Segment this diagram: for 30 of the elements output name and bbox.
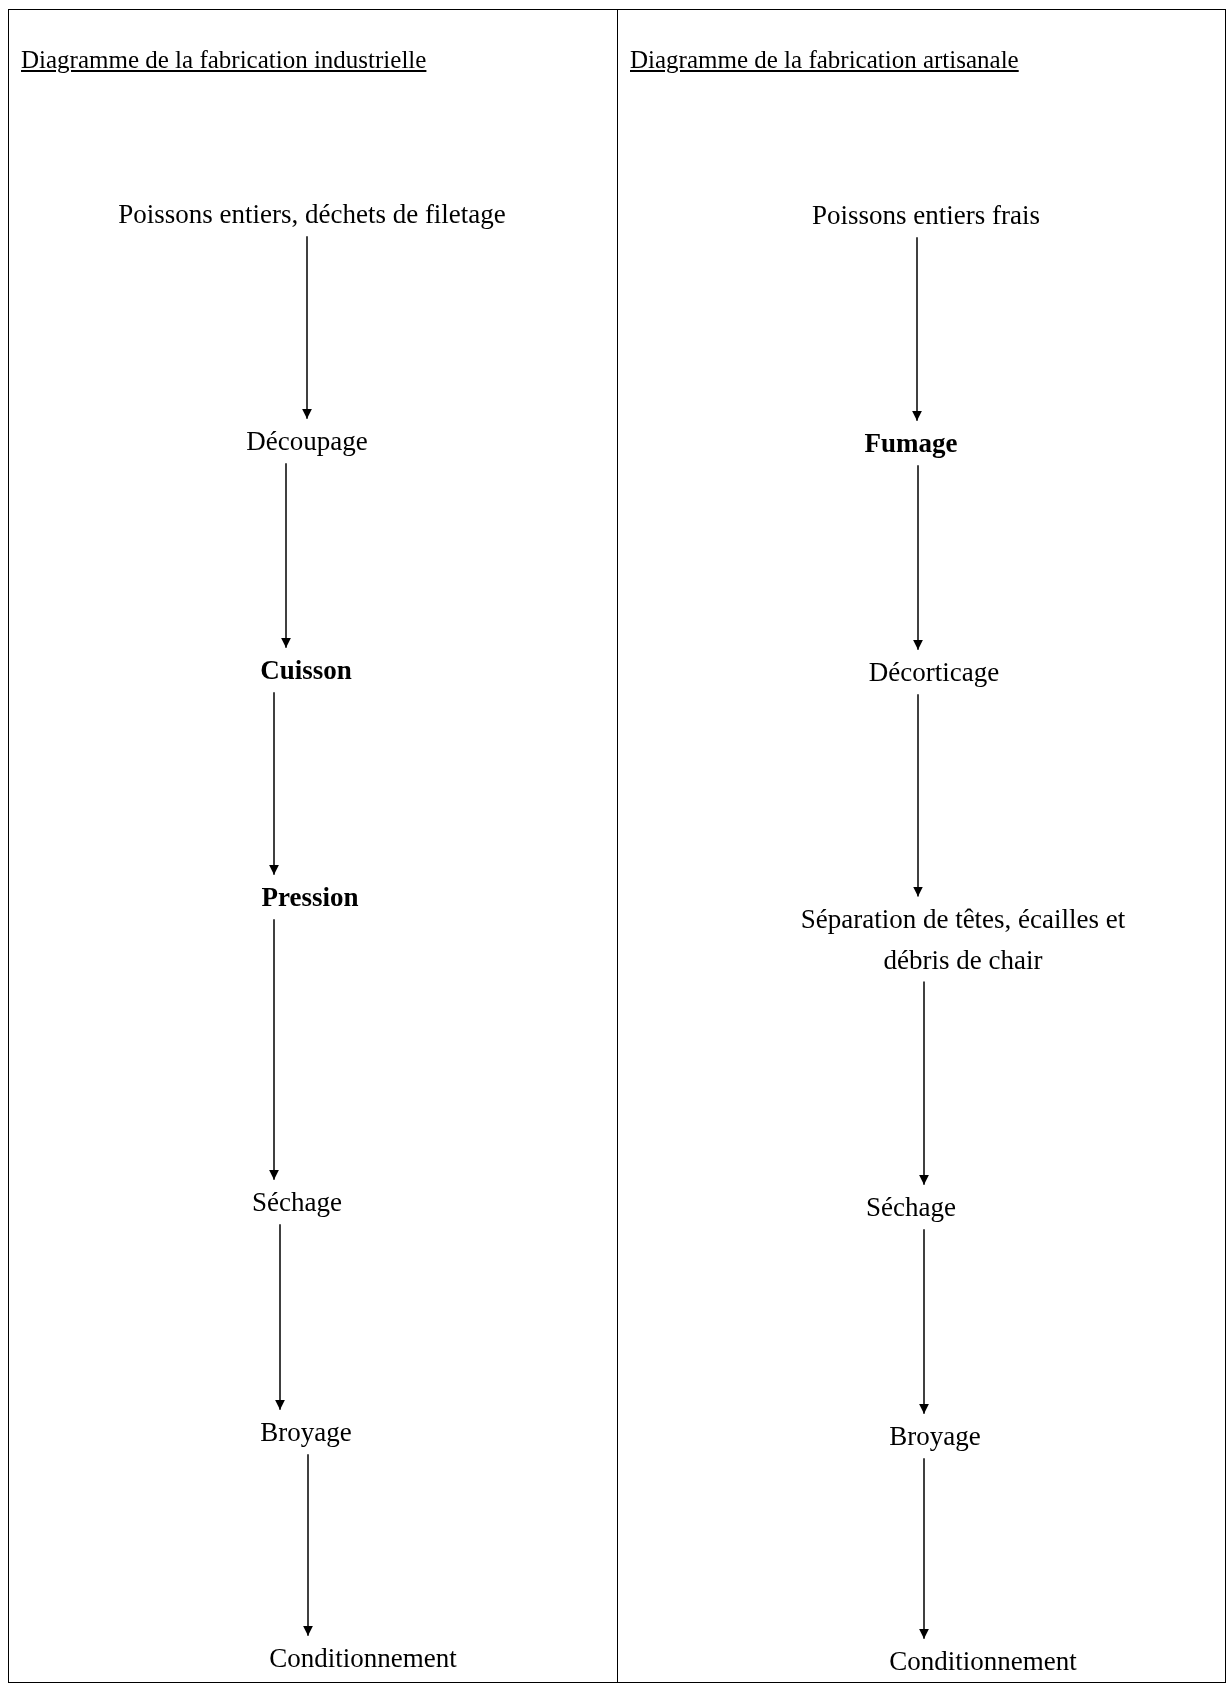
step-label: Poissons entiers frais xyxy=(812,194,1040,236)
arrow xyxy=(269,918,279,1181)
arrow xyxy=(303,1453,313,1637)
column-panel xyxy=(8,9,618,1683)
column-heading: Diagramme de la fabrication artisanale xyxy=(630,45,1019,75)
arrow xyxy=(281,462,291,649)
step-label: Cuisson xyxy=(260,649,352,691)
arrow xyxy=(269,691,279,876)
step-label: Découpage xyxy=(246,420,368,462)
arrow xyxy=(919,1457,929,1640)
step-label: Conditionnement xyxy=(269,1637,457,1679)
step-label: Poissons entiers, déchets de filetage xyxy=(118,193,506,235)
step-label: Décorticage xyxy=(868,651,1000,693)
step-label: Broyage xyxy=(260,1411,352,1453)
arrow xyxy=(275,1223,285,1411)
column-panel xyxy=(617,9,1226,1683)
step-label: Séchage xyxy=(866,1186,956,1228)
step-label: Fumage xyxy=(864,422,958,464)
arrow xyxy=(919,980,929,1186)
arrow xyxy=(912,236,922,422)
column-heading: Diagramme de la fabrication industrielle xyxy=(21,45,427,75)
step-label: Séparation de têtes, écailles et débris de chair xyxy=(788,898,1138,980)
step-label: Broyage xyxy=(889,1415,981,1457)
step-label: Pression xyxy=(261,876,359,918)
arrow xyxy=(913,693,923,898)
step-label: Séchage xyxy=(252,1181,342,1223)
step-label: Conditionnement xyxy=(889,1640,1077,1682)
arrow xyxy=(302,235,312,420)
arrow xyxy=(913,464,923,651)
arrow xyxy=(919,1228,929,1415)
